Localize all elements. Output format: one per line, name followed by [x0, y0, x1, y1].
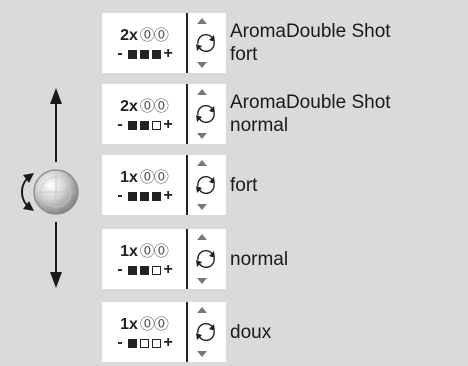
option-label: AromaDouble Shot fort [230, 13, 468, 73]
scroll-strip[interactable] [188, 302, 226, 362]
minus-sign: - [117, 187, 123, 204]
strength-box-filled [127, 191, 137, 201]
strength-box-filled [151, 191, 161, 201]
option-label-line1: AromaDouble Shot [230, 21, 391, 42]
strength-box-filled [139, 49, 149, 59]
option-label-line2: fort [230, 44, 258, 65]
caret-up-icon[interactable] [197, 234, 207, 240]
option-label: AromaDouble Shot normal [230, 84, 468, 144]
strength-box-empty [139, 338, 149, 348]
rotate-icon [21, 172, 34, 212]
rotary-knob-icon[interactable] [33, 169, 79, 215]
coffee-beans-icon: ⓪⓪ [139, 97, 169, 115]
option-label-line1: normal [230, 248, 289, 270]
scroll-strip[interactable] [188, 155, 226, 215]
plus-sign: + [163, 334, 173, 351]
caret-up-icon[interactable] [197, 307, 207, 313]
minus-sign: - [117, 334, 123, 351]
strength-scale: - + [102, 335, 186, 351]
option-label-line2: normal [230, 115, 289, 136]
plus-sign: + [163, 116, 173, 133]
strength-scale: - + [102, 117, 186, 133]
scroll-strip[interactable] [188, 13, 226, 73]
divider [186, 13, 188, 73]
scroll-strip[interactable] [188, 84, 226, 144]
caret-down-icon[interactable] [197, 278, 207, 284]
strength-count: 1x [120, 316, 138, 333]
coffee-beans-icon: ⓪⓪ [139, 315, 169, 333]
divider [186, 155, 188, 215]
coffee-beans-icon: ⓪⓪ [139, 242, 169, 260]
plus-sign: + [163, 261, 173, 278]
scroll-strip[interactable] [188, 229, 226, 289]
rotate-icon [196, 322, 215, 342]
strength-box-filled [127, 120, 137, 130]
option-label: fort [230, 155, 468, 215]
strength-scale: - + [102, 46, 186, 62]
divider [186, 84, 188, 144]
strength-scale: - + [102, 262, 186, 278]
strength-box-empty [151, 338, 161, 348]
option-label-line1: AromaDouble Shot [230, 92, 391, 113]
strength-box-filled [151, 49, 161, 59]
rotate-icon [196, 249, 215, 269]
coffee-beans-icon: ⓪⓪ [139, 26, 169, 44]
arrow-down-icon [50, 222, 62, 288]
strength-box-filled [127, 265, 137, 275]
caret-up-icon[interactable] [197, 89, 207, 95]
strength-box-empty [151, 120, 161, 130]
strength-count: 2x [120, 27, 138, 44]
option-label-line1: doux [230, 321, 272, 343]
strength-count: 1x [120, 169, 138, 186]
strength-box-filled [139, 120, 149, 130]
rotate-icon [196, 104, 215, 124]
minus-sign: - [117, 116, 123, 133]
option-label: normal [230, 229, 468, 289]
strength-box-filled [139, 265, 149, 275]
rotate-icon [196, 175, 215, 195]
coffee-beans-icon: ⓪⓪ [139, 168, 169, 186]
knob-control-graphic [21, 88, 79, 288]
caret-up-icon[interactable] [197, 160, 207, 166]
strength-box-filled [139, 191, 149, 201]
caret-down-icon[interactable] [197, 62, 207, 68]
option-label-line1: fort [230, 174, 258, 196]
strength-box-filled [127, 338, 137, 348]
minus-sign: - [117, 45, 123, 62]
strength-box-filled [127, 49, 137, 59]
caret-down-icon[interactable] [197, 351, 207, 357]
caret-down-icon[interactable] [197, 204, 207, 210]
caret-up-icon[interactable] [197, 18, 207, 24]
arrow-up-icon [50, 88, 62, 162]
plus-sign: + [163, 45, 173, 62]
divider [186, 229, 188, 289]
caret-down-icon[interactable] [197, 133, 207, 139]
strength-count: 2x [120, 98, 138, 115]
divider [186, 302, 188, 362]
strength-count: 1x [120, 243, 138, 260]
plus-sign: + [163, 187, 173, 204]
strength-scale: - + [102, 188, 186, 204]
option-label: doux [230, 302, 468, 362]
rotate-icon [196, 33, 215, 53]
strength-box-empty [151, 265, 161, 275]
minus-sign: - [117, 261, 123, 278]
